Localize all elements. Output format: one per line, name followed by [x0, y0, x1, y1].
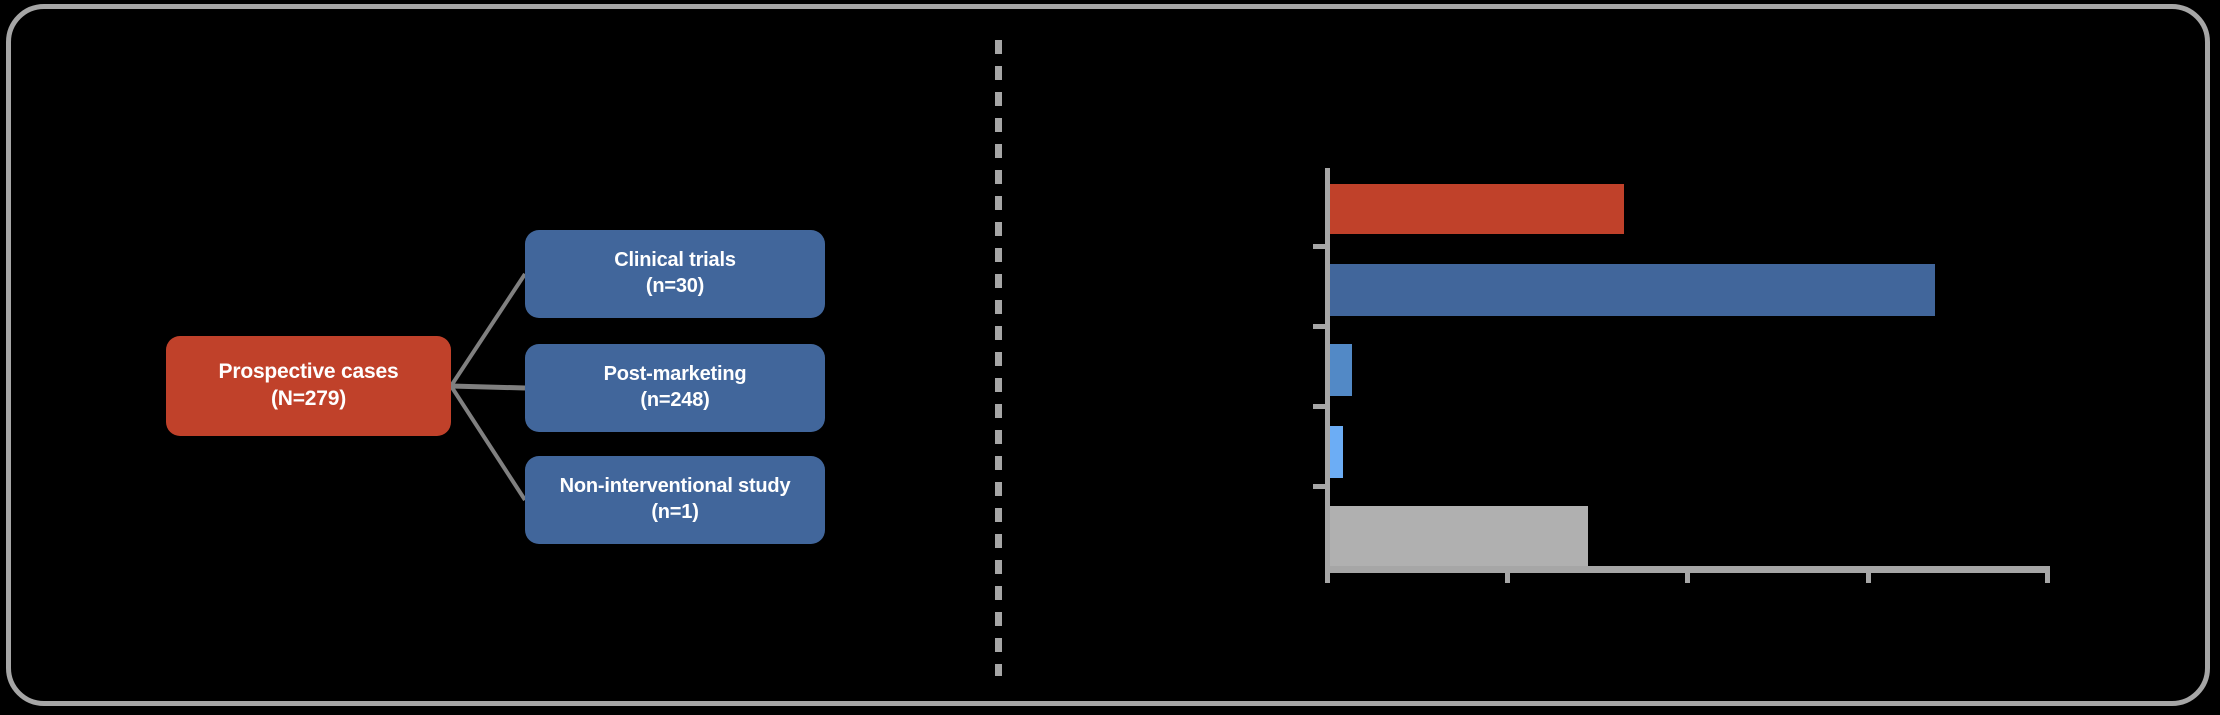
x-axis-tick: [1866, 566, 1871, 583]
bar-series-1[interactable]: [1330, 184, 1625, 234]
y-axis-tick: [1313, 404, 1325, 409]
flow-node-count: (n=1): [651, 501, 699, 523]
plot-area: [1313, 168, 2050, 583]
flowchart-panel: Prospective cases (N=279) Clinical trial…: [0, 0, 1000, 715]
bar-series-4[interactable]: [1330, 426, 1344, 478]
flow-node-title: Clinical trials: [614, 249, 736, 272]
flow-node-title: Post-marketing: [603, 363, 747, 386]
flowchart-connectors: [449, 272, 527, 502]
y-axis-tick: [1313, 484, 1325, 489]
bar-series-5[interactable]: [1330, 506, 1589, 566]
y-axis-line: [1325, 168, 1330, 571]
bar-chart-panel: [1000, 0, 2220, 715]
flow-node-prospective-cases[interactable]: Prospective cases (N=279): [166, 336, 451, 436]
x-axis-tick: [1685, 566, 1690, 583]
x-axis-tick: [1505, 566, 1510, 583]
flow-node-post-marketing[interactable]: Post-marketing (n=248): [525, 344, 825, 432]
flow-node-count: (n=30): [645, 275, 705, 297]
flow-node-title: Non-interventional study: [559, 475, 791, 498]
flow-node-title: Prospective cases: [218, 360, 399, 384]
figure-border: [6, 4, 2210, 706]
x-axis-tick: [1325, 566, 1330, 583]
x-axis-tick: [2045, 566, 2050, 583]
flow-node-count: (n=248): [640, 389, 710, 411]
flow-node-clinical-trials[interactable]: Clinical trials (n=30): [525, 230, 825, 318]
y-axis-tick: [1313, 244, 1325, 249]
panel-divider: [995, 40, 1002, 676]
bar-series-3[interactable]: [1330, 344, 1352, 396]
flow-node-non-interventional-study[interactable]: Non-interventional study (n=1): [525, 456, 825, 544]
bar-series-2[interactable]: [1330, 264, 1935, 316]
y-axis-tick: [1313, 324, 1325, 329]
flow-node-count: (N=279): [270, 387, 347, 410]
